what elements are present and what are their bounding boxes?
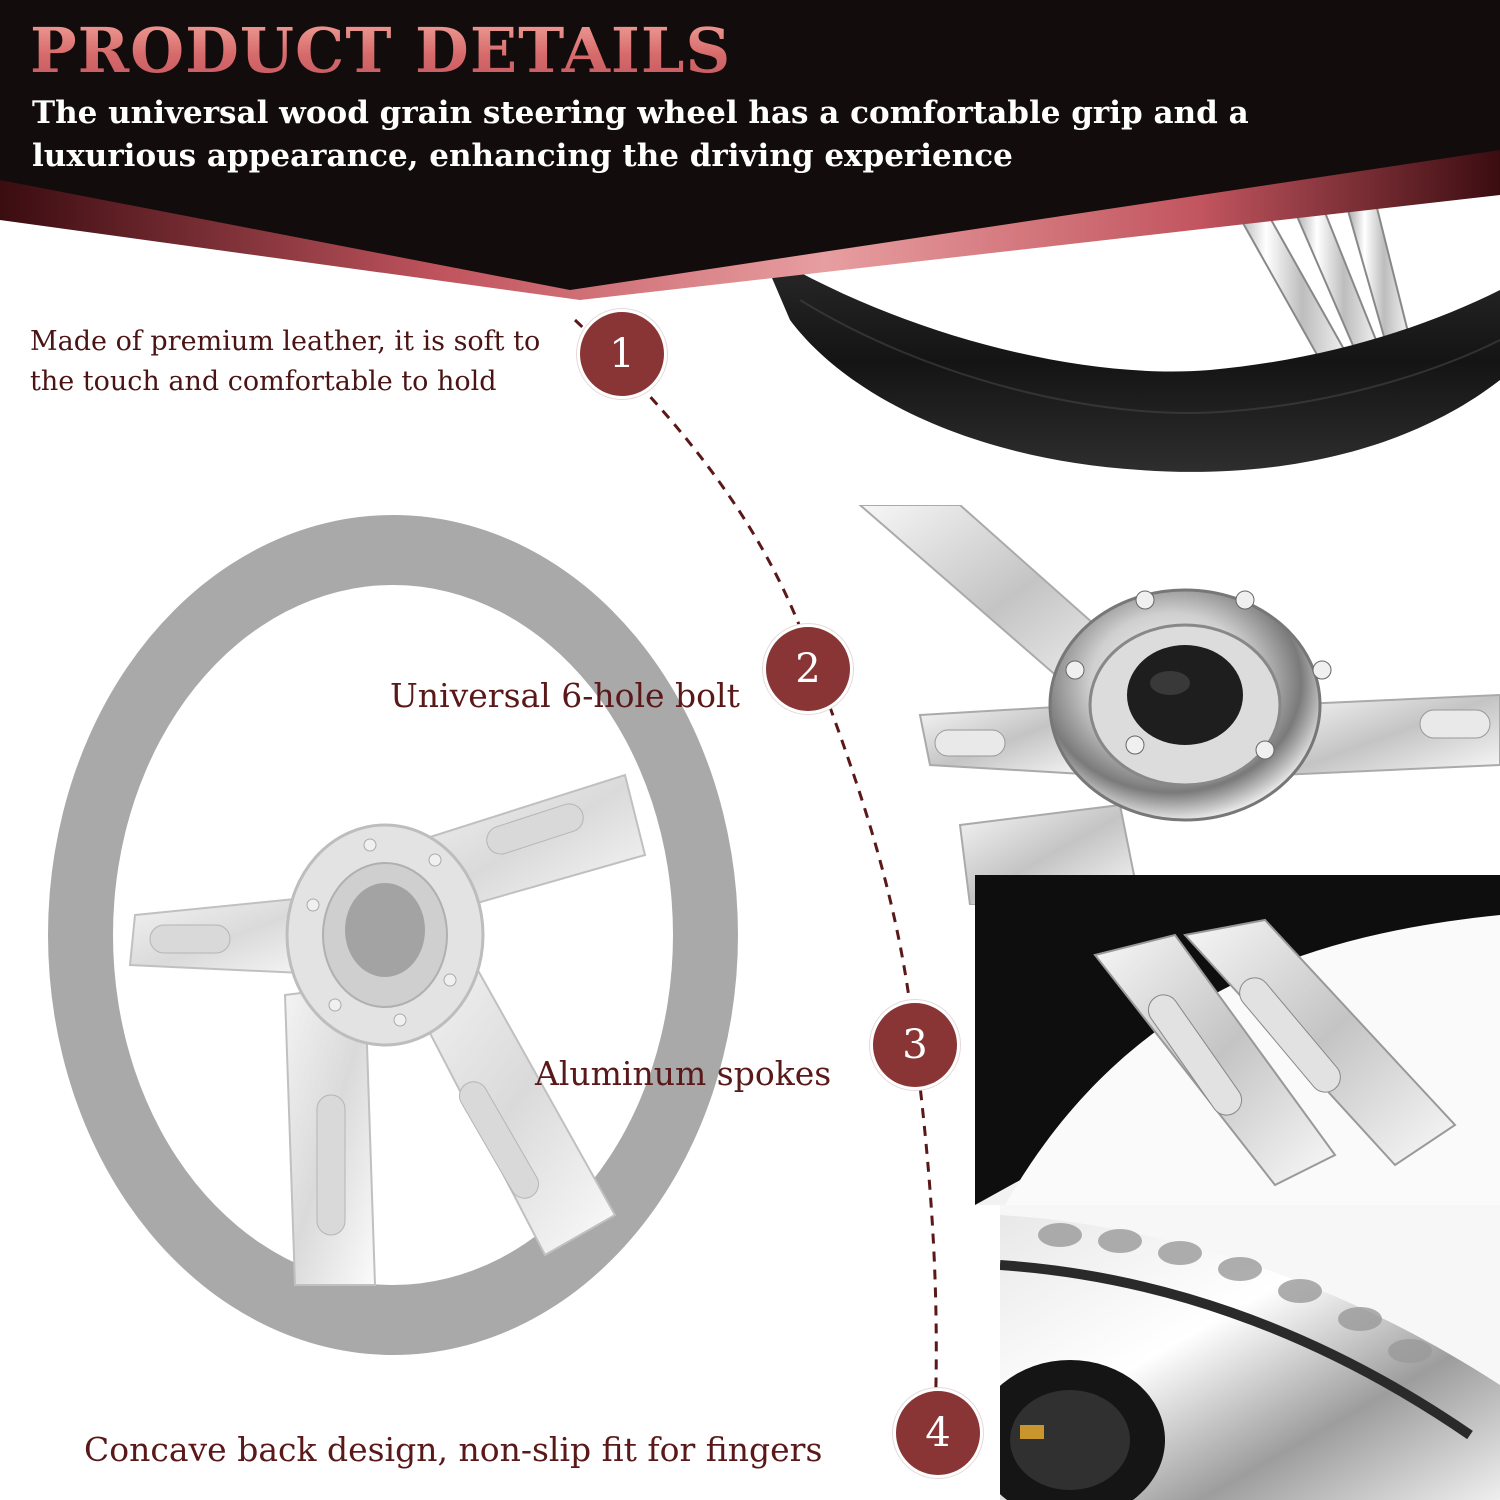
header-banner: PRODUCT DETAILS The universal wood grain… <box>0 0 1500 300</box>
feature-bolt-text: Universal 6-hole bolt <box>390 676 740 715</box>
feature-number-badge: 3 <box>870 1000 960 1090</box>
steering-wheel-image <box>45 515 755 1375</box>
page-subtitle: The universal wood grain steering wheel … <box>32 95 1249 174</box>
feature-spokes-text: Aluminum spokes <box>535 1054 832 1093</box>
page-title: PRODUCT DETAILS <box>30 14 732 87</box>
feature-number-badge: 2 <box>763 624 853 714</box>
aluminum-spokes-photo <box>975 875 1500 1205</box>
feature-leather-text: Made of premium leather, it is soft to t… <box>30 326 541 397</box>
feature-number-badge: 1 <box>577 309 667 399</box>
concave-back-photo <box>1000 1205 1500 1500</box>
feature-number-badge: 4 <box>893 1388 983 1478</box>
hub-bolt-photo <box>840 505 1500 905</box>
feature-concave-text: Concave back design, non-slip fit for fi… <box>84 1430 823 1469</box>
